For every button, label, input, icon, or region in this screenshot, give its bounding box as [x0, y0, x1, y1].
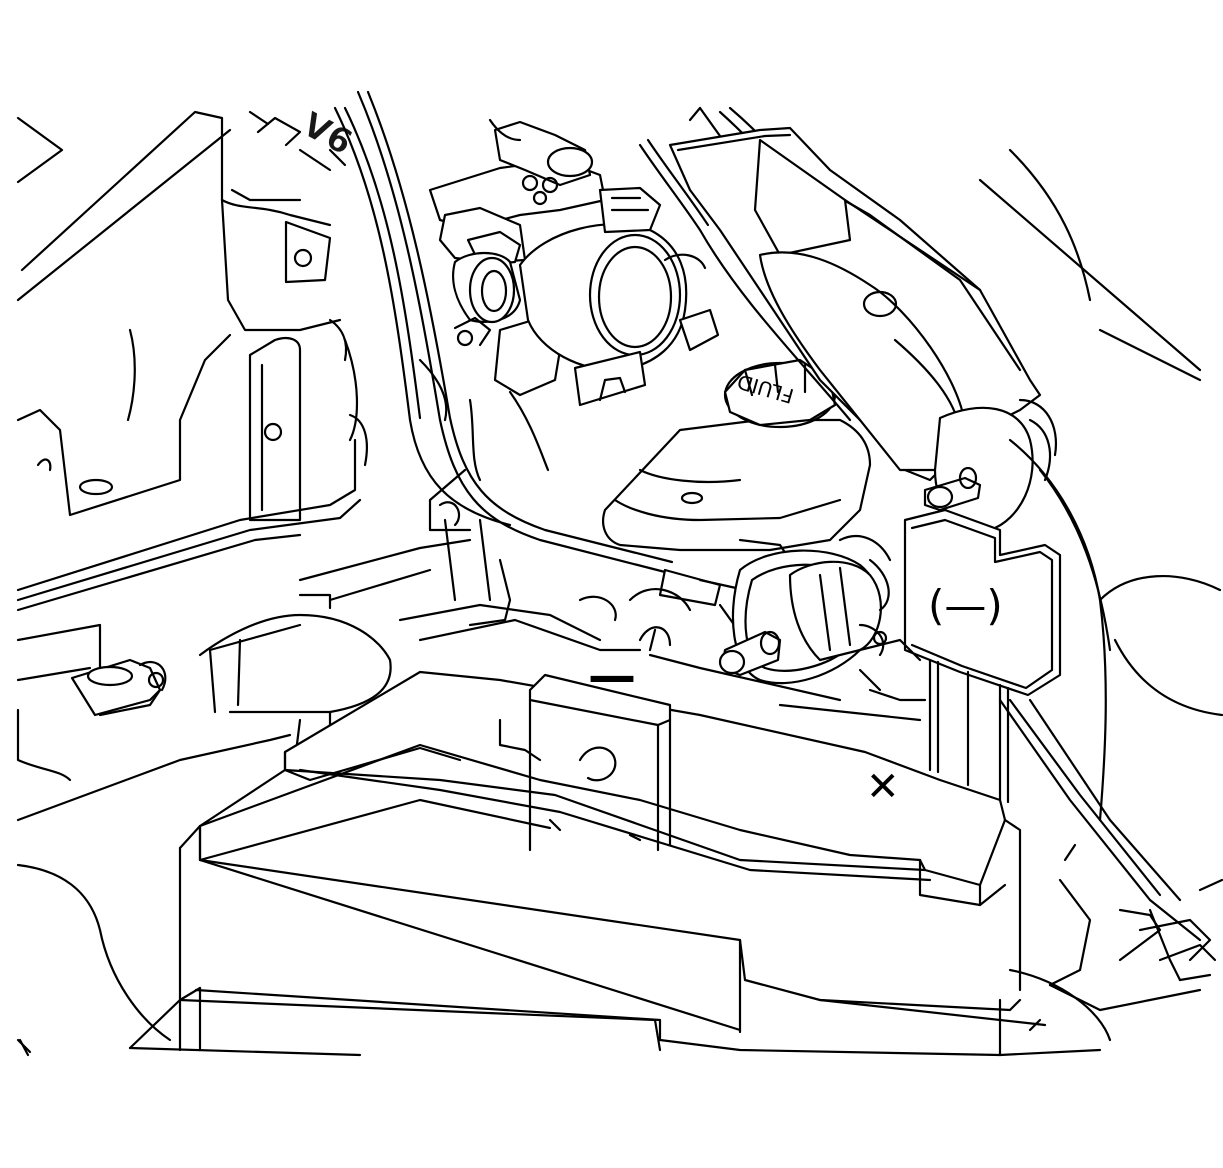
throttle-body-assembly — [418, 118, 720, 627]
right-side-structure — [998, 438, 1223, 1057]
battery-post-connector — [658, 535, 892, 685]
battery-tray — [18, 998, 362, 1057]
negative-battery-cable — [668, 126, 1058, 532]
negative-terminal-tag: (—) — [903, 508, 1062, 804]
battery-positive-mark: ✕ — [866, 764, 900, 810]
mount-bracket — [70, 658, 167, 717]
fluid-reservoir — [602, 358, 872, 552]
battery — [128, 670, 1047, 1057]
battery-polarity-marks: — ✕ — [588, 648, 900, 810]
battery-negative-mark: — — [588, 648, 636, 704]
terminal-tag-label: (—) — [928, 581, 1003, 630]
engine-left-structure — [16, 110, 392, 1054]
bay-midground — [208, 538, 927, 722]
